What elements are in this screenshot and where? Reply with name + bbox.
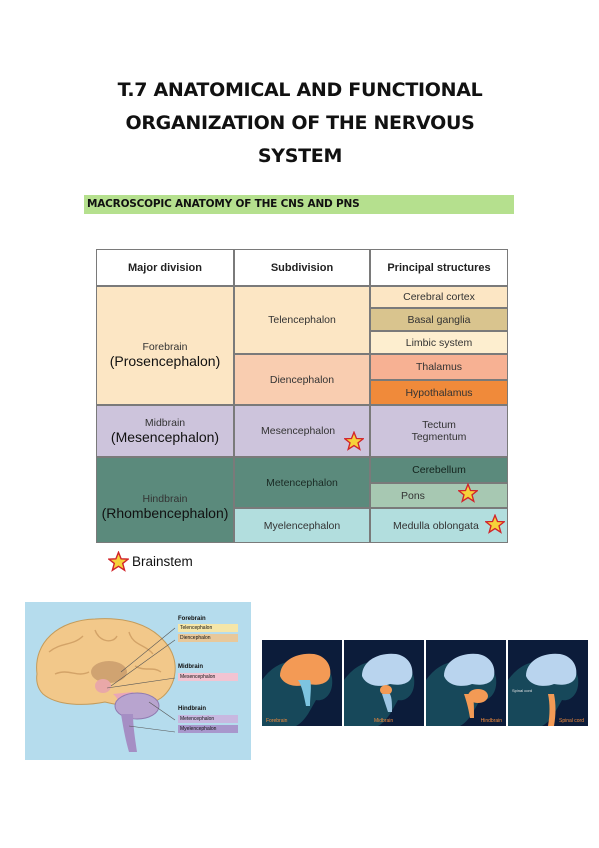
division-forebrain-latin: (Prosencephalon) <box>109 352 221 369</box>
thumbnail-label: Spinal cord <box>558 718 584 724</box>
structure-basal-ganglia: Basal ganglia <box>370 308 508 331</box>
forebrain-label: Forebrain <box>178 616 206 622</box>
metencephalon-tag: Metencephalon <box>178 715 238 723</box>
division-midbrain-name: Midbrain <box>144 417 186 429</box>
myelencephalon-tag: Myelencephalon <box>178 725 238 733</box>
structure-limbic-system: Limbic system <box>370 331 508 354</box>
thumbnail-label: Forebrain <box>266 718 288 724</box>
section-heading: MACROSCOPIC ANATOMY OF THE CNS AND PNS <box>84 195 514 214</box>
structure-hypothalamus: Hypothalamus <box>370 380 508 405</box>
star-icon <box>108 550 129 572</box>
thumbnail-label: Hindbrain <box>480 718 502 724</box>
diencephalon-tag: Diencephalon <box>178 634 238 642</box>
structure-medulla-oblongata: Medulla oblongata <box>370 508 508 543</box>
title-line-3: SYSTEM <box>257 145 343 167</box>
structure-thalamus: Thalamus <box>370 354 508 380</box>
title-line-1: T.7 ANATOMICAL AND FUNCTIONAL <box>117 79 483 101</box>
division-forebrain-name: Forebrain <box>142 340 188 353</box>
hindbrain-thumbnail: Hindbrain <box>426 640 506 726</box>
header-major-division: Major division <box>96 249 234 286</box>
brain-division-table: Major division Subdivision Principal str… <box>96 249 508 543</box>
page-title: T.7 ANATOMICAL AND FUNCTIONAL ORGANIZATI… <box>60 74 540 173</box>
subdivision-telencephalon: Telencephalon <box>234 286 370 354</box>
structure-tegmentum: Tegmentum <box>411 431 467 443</box>
subdivision-metencephalon: Metencephalon <box>234 457 370 508</box>
spinal-cord-thumbnail: Spinal cord Spinal cord <box>508 640 588 726</box>
thumbnail-label: Midbrain <box>374 718 394 724</box>
structure-cerebellum: Cerebellum <box>370 457 508 483</box>
brainstem-label: Brainstem <box>132 553 193 569</box>
brain-regions-diagram: Forebrain Telencephalon Diencephalon Mid… <box>25 602 251 760</box>
telencephalon-tag: Telencephalon <box>178 624 238 632</box>
structure-pons: Pons <box>370 483 508 508</box>
title-line-2: ORGANIZATION OF THE NERVOUS <box>125 112 475 134</box>
header-principal-structures: Principal structures <box>370 249 508 286</box>
forebrain-thumbnail: Forebrain <box>262 640 342 726</box>
brainstem-legend: Brainstem <box>108 550 193 572</box>
midbrain-label: Midbrain <box>178 664 203 670</box>
structure-tectum: Tectum <box>422 419 456 431</box>
subdivision-myelencephalon: Myelencephalon <box>234 508 370 543</box>
division-hindbrain: Hindbrain (Rhombencephalon) <box>96 457 234 543</box>
mesencephalon-tag: Mesencephalon <box>178 673 238 681</box>
division-forebrain: Forebrain (Prosencephalon) <box>96 286 234 405</box>
brainstem-star-icon <box>458 483 478 503</box>
division-midbrain: Midbrain (Mesencephalon) <box>96 405 234 457</box>
brainstem-star-icon <box>344 431 364 451</box>
spinal-cord-annotation: Spinal cord <box>512 688 533 693</box>
subdivision-mesencephalon: Mesencephalon <box>234 405 370 457</box>
division-midbrain-latin: (Mesencephalon) <box>110 429 220 445</box>
midbrain-thumbnail: Midbrain <box>344 640 424 726</box>
structure-tectum-tegmentum: Tectum Tegmentum <box>370 405 508 457</box>
division-hindbrain-name: Hindbrain <box>142 493 188 505</box>
hindbrain-label: Hindbrain <box>178 706 206 712</box>
brain-illustration <box>36 618 176 752</box>
structure-cerebral-cortex: Cerebral cortex <box>370 286 508 308</box>
header-subdivision: Subdivision <box>234 249 370 286</box>
brainstem-star-icon <box>485 514 505 534</box>
division-hindbrain-latin: (Rhombencephalon) <box>101 505 229 521</box>
subdivision-diencephalon: Diencephalon <box>234 354 370 405</box>
